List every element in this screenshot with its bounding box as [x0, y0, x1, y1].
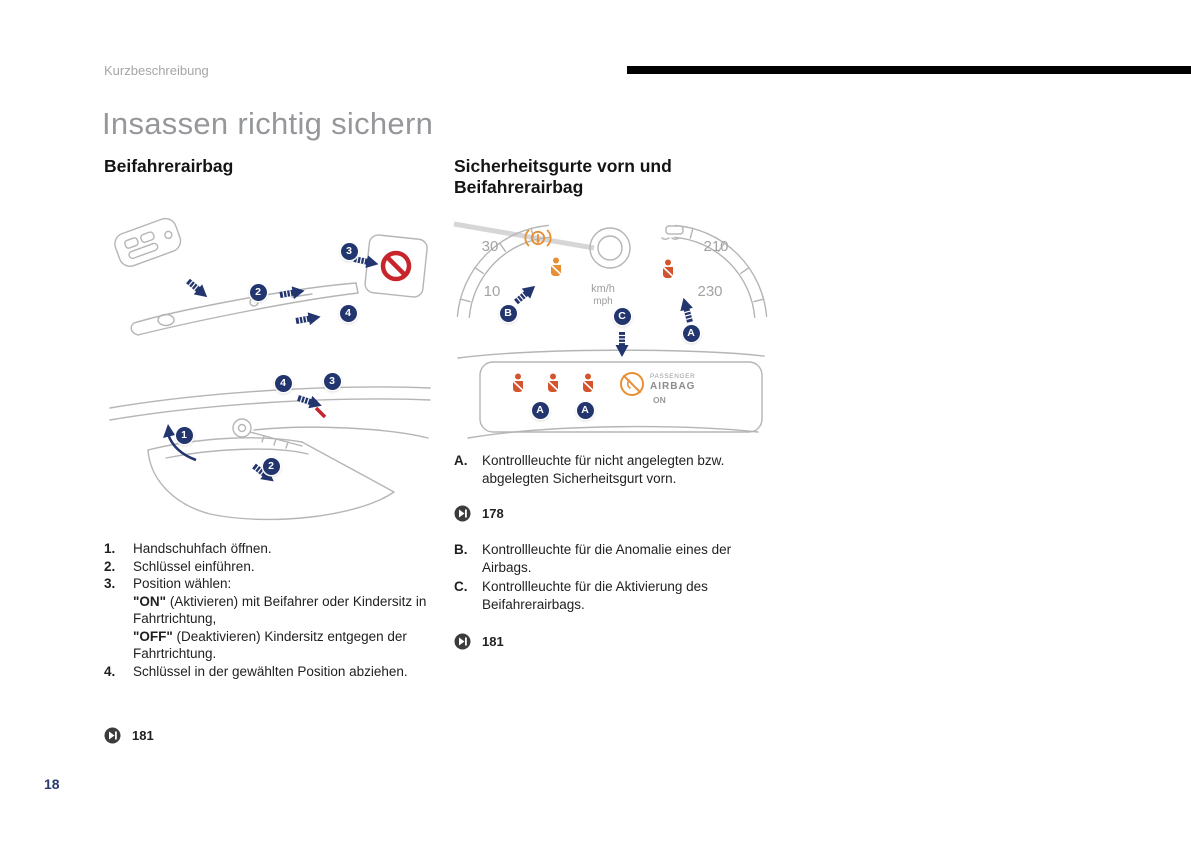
page-reference-number: 181 [482, 634, 504, 649]
speed-label: 210 [703, 238, 728, 255]
page-reference-icon [104, 727, 121, 744]
step-number: 4. [104, 663, 116, 679]
item-letter: A. [454, 453, 468, 468]
list-item: 2. Schlüssel einführen. [104, 558, 430, 576]
off-text: (Deaktivieren) Kindersitz entgegen der F… [133, 628, 407, 662]
airbag-on-label: ON [653, 395, 666, 405]
callout-2: 2 [262, 457, 280, 475]
list-item: 3. Position wählen: "ON" (Aktivieren) mi… [104, 575, 430, 663]
glovebox-illustration [109, 386, 431, 521]
item-letter: C. [454, 579, 468, 594]
arrow-icon [676, 295, 697, 325]
callout-a-panel: A [576, 401, 594, 419]
curved-arrow-icon [166, 433, 197, 462]
item-text: Kontrollleuchte für die Aktivierung des … [482, 579, 708, 612]
callout-a: A [682, 324, 700, 342]
airbag-off-symbol-icon [380, 250, 412, 282]
callout-4: 4 [339, 304, 357, 322]
airbag-label: AIRBAG [650, 381, 695, 392]
key-fob-icon [114, 217, 182, 267]
glovebox-key-figure: 1 2 3 4 [104, 372, 434, 530]
dashboard-trim-panel [130, 282, 359, 336]
list-item: C. Kontrollleuchte für die Aktivierung d… [454, 578, 760, 613]
step-text: Position wählen: "ON" (Aktivieren) mit B… [133, 575, 430, 663]
list-item: 1. Handschuhfach öffnen. [104, 540, 430, 558]
item-letter: B. [454, 542, 468, 557]
page-reference-icon [454, 633, 471, 650]
on-text: (Aktivieren) mit Beifahrer oder Kindersi… [133, 593, 427, 627]
step-text: Handschuhfach öffnen. [133, 541, 272, 556]
dash-surround-top [457, 349, 765, 359]
passenger-label: PASSENGER [650, 373, 695, 380]
callout-c: C [613, 307, 631, 325]
step-number: 2. [104, 558, 116, 574]
arrow-icon [295, 391, 325, 413]
list-item: 4. Schlüssel in der gewählten Position a… [104, 663, 430, 681]
seatbelt-status-icon [511, 372, 524, 393]
seatbelt-warning-icon [549, 256, 562, 277]
item-text: Kontrollleuchte für die Anomalie eines d… [482, 542, 732, 575]
page-reference-icon [454, 505, 471, 522]
breadcrumb: Kurzbeschreibung [104, 63, 209, 78]
unit-kmh-label: km/h [591, 283, 615, 295]
speed-label: 30 [482, 238, 499, 255]
callout-a-panel: A [531, 401, 549, 419]
callout-4: 4 [274, 374, 292, 392]
airbag-switch-figure: 2 3 4 [104, 205, 434, 355]
callout-3: 3 [340, 242, 358, 260]
step-intro: Position wählen: [133, 576, 232, 591]
callout-b: B [499, 304, 517, 322]
callout-1: 1 [175, 426, 193, 444]
on-label: "ON" [133, 593, 167, 609]
passenger-airbag-off-icon [620, 372, 644, 396]
instrument-cluster-illustration: 30 10 210 230 km/h mph [453, 221, 768, 439]
right-column-heading: Sicherheitsgurte vorn und Beifahrerairba… [454, 156, 672, 197]
item-text: Kontrollleuchte für nicht angelegten bzw… [482, 453, 725, 486]
list-item: B. Kontrollleuchte für die Anomalie eine… [454, 541, 760, 576]
callout-2: 2 [249, 283, 267, 301]
speed-label: 230 [697, 283, 722, 300]
step-text: Schlüssel in der gewählten Position abzi… [133, 663, 408, 679]
airbag-switch-illustration [114, 217, 428, 336]
step-number: 3. [104, 576, 116, 591]
header-rule [627, 66, 1191, 74]
instruction-list: 1. Handschuhfach öffnen. 2. Schlüssel ei… [104, 540, 430, 680]
arrow-icon [294, 309, 323, 329]
step-text: Schlüssel einführen. [133, 558, 255, 574]
off-label: "OFF" [133, 628, 173, 644]
step-number: 1. [104, 541, 116, 556]
key-icon [232, 418, 303, 449]
right-gauge-arc [674, 224, 768, 318]
curved-arrow-head [163, 424, 175, 438]
switch-position-mark [314, 406, 327, 419]
instrument-cluster-figure: 30 10 210 230 km/h mph [452, 210, 770, 440]
unit-mph-label: mph [593, 296, 612, 307]
list-item: A. Kontrollleuchte für nicht angelegten … [454, 452, 760, 487]
seatbelt-status-icon [581, 372, 594, 393]
arrow-icon [183, 275, 212, 303]
speed-label: 10 [484, 283, 501, 300]
page-reference: 178 [454, 505, 504, 522]
page-title: Insassen richtig sichern [102, 106, 434, 141]
seatbelt-status-icon [546, 372, 559, 393]
left-column-heading: Beifahrerairbag [104, 156, 234, 176]
page-number: 18 [44, 776, 60, 792]
left-gauge-arc [456, 224, 550, 318]
airbag-warning-icon [524, 229, 552, 247]
page-reference: 181 [104, 727, 154, 744]
gauge-needle [453, 221, 595, 251]
page-reference-number: 181 [132, 728, 154, 743]
arrow-icon [511, 280, 540, 308]
page-reference-number: 178 [482, 506, 504, 521]
esp-icon [661, 225, 684, 240]
dash-surround-bottom [467, 425, 759, 439]
page-reference: 181 [454, 633, 504, 650]
warning-light-panel [479, 361, 763, 433]
cluster-center-cap [589, 227, 631, 269]
arrow-icon [278, 283, 307, 303]
callout-3: 3 [323, 372, 341, 390]
passenger-seatbelt-icon [661, 258, 674, 279]
arrow-icon [614, 331, 630, 358]
